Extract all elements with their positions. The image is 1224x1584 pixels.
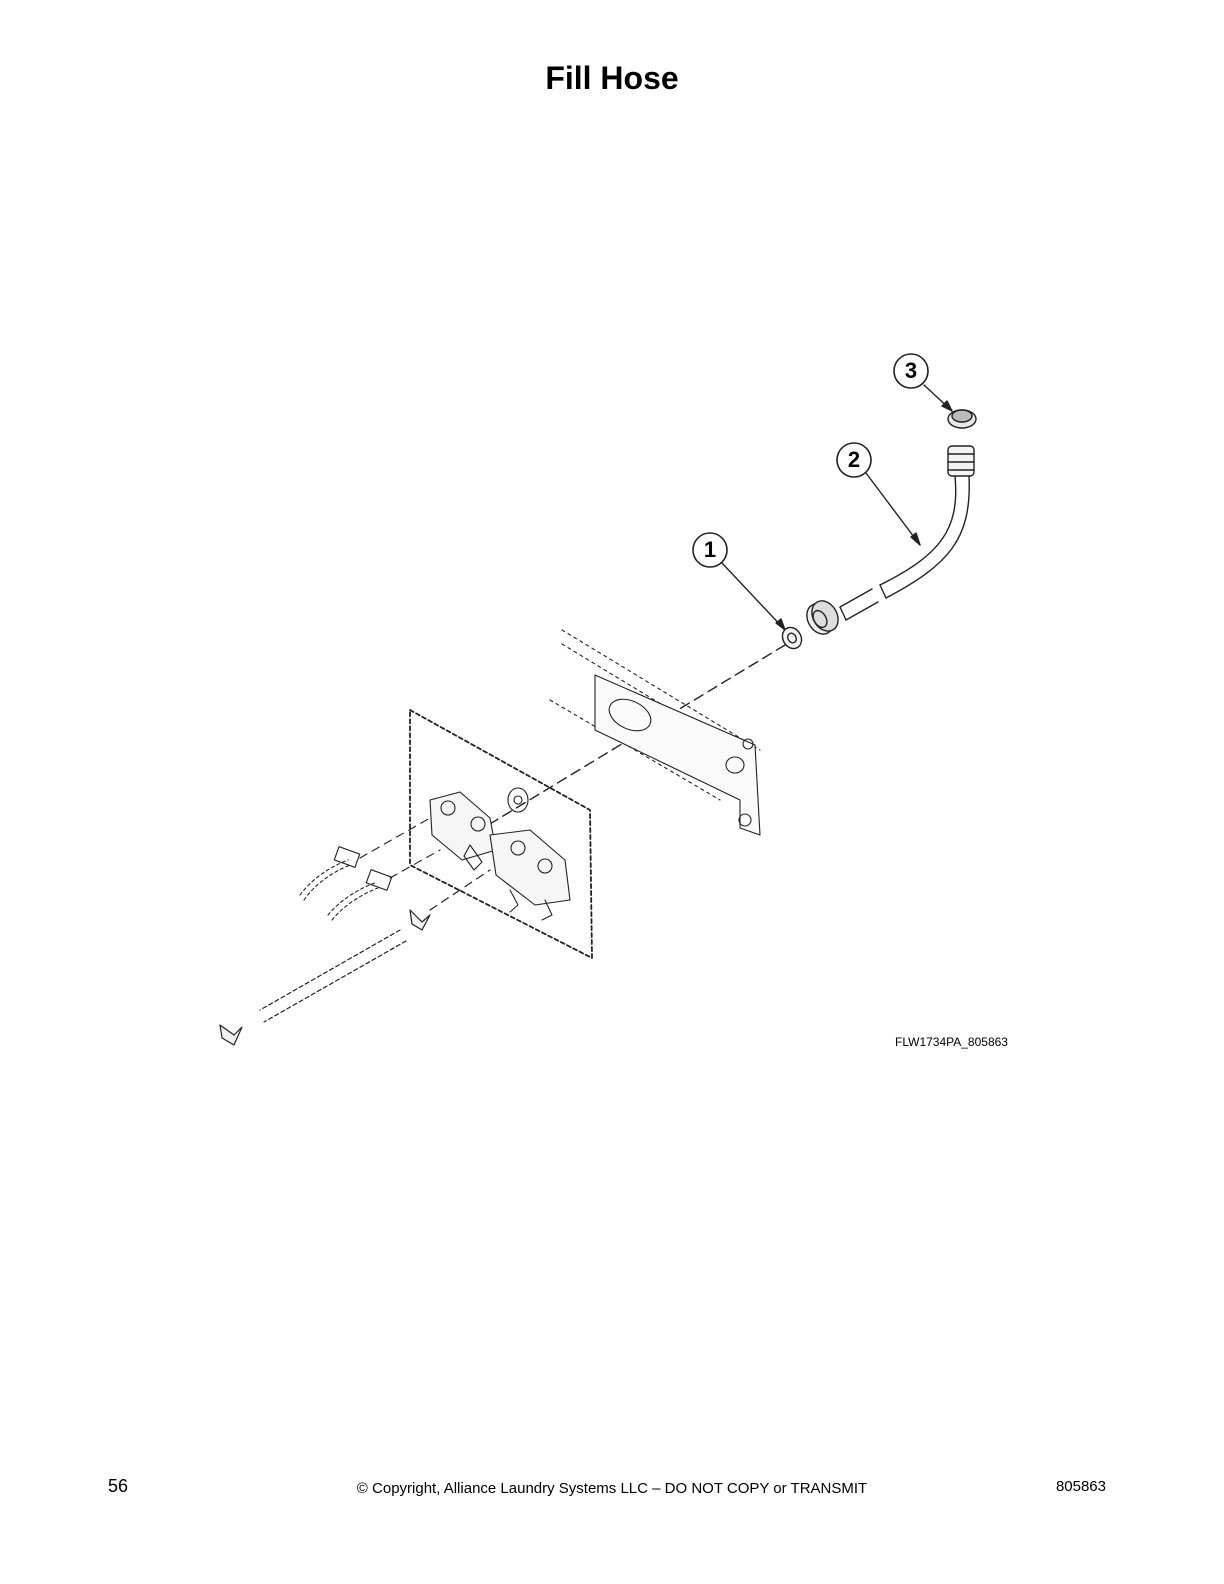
callout-2-label: 2 <box>847 447 861 472</box>
document-number: 805863 <box>1055 1478 1106 1495</box>
exploded-parts-diagram: 3 2 1 FLW1734PA_805863 <box>200 330 1030 1070</box>
wire-harness <box>299 817 441 921</box>
page-number: 56 <box>108 1476 129 1496</box>
callout-3-leader <box>893 353 953 412</box>
rear-panel <box>549 629 761 836</box>
water-valve-assembly <box>429 787 571 921</box>
callout-3-label: 3 <box>904 358 918 383</box>
inner-hose <box>219 869 491 1046</box>
fill-hose-illustration <box>219 353 977 1046</box>
callout-2-leader <box>836 442 921 546</box>
figure-code: FLW1734PA_805863 <box>895 1035 1008 1049</box>
page-title: Fill Hose <box>545 60 679 96</box>
fill-hose-part <box>806 445 975 635</box>
screen-part <box>947 409 977 429</box>
callout-1-label: 1 <box>703 537 717 562</box>
washer-part <box>781 626 803 650</box>
callout-1-leader <box>692 532 786 631</box>
copyright-notice: © Copyright, Alliance Laundry Systems LL… <box>356 1480 868 1497</box>
